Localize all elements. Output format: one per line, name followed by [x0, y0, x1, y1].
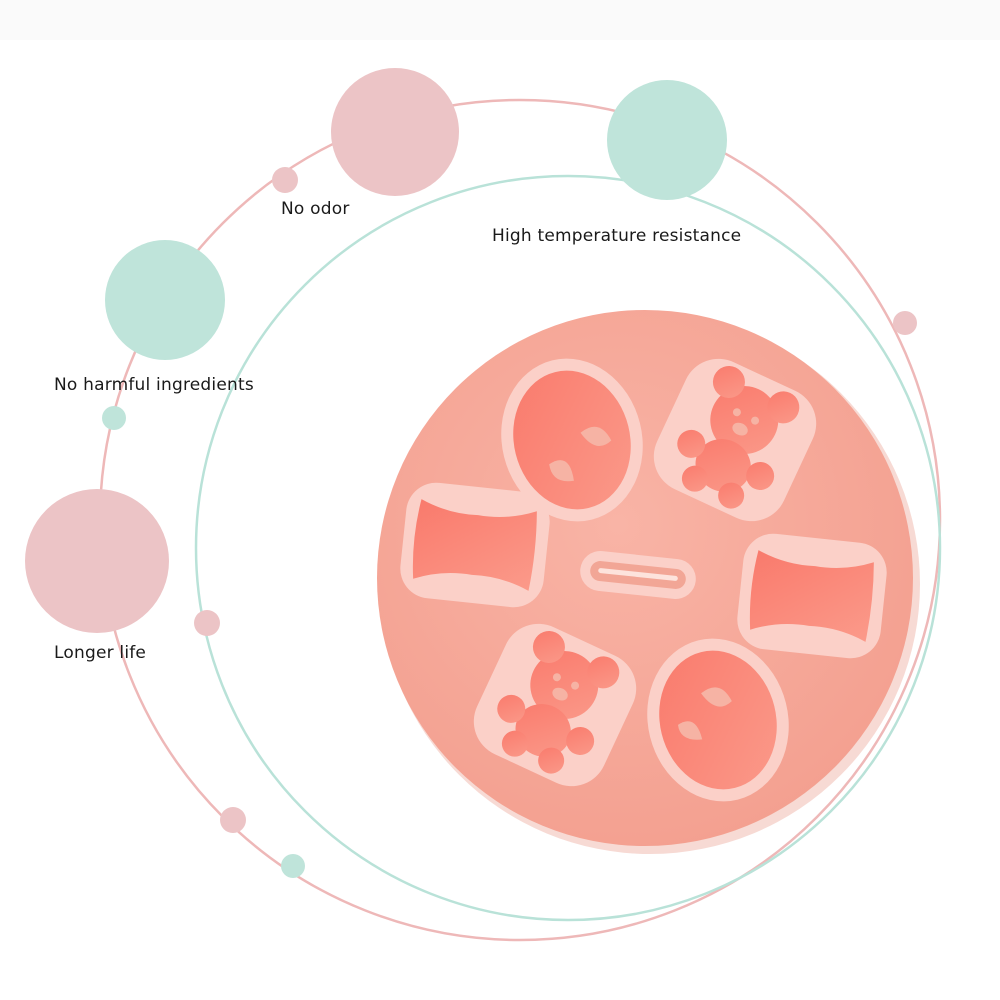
feature-no-odor: No odor [281, 199, 350, 219]
center-handle [580, 551, 696, 599]
top-fade [0, 0, 1000, 40]
bubble-pink-large-left [25, 489, 169, 633]
cavity-bear-top [653, 358, 817, 522]
cavity-bear-bottom [473, 623, 637, 787]
dot-mint-1 [102, 406, 126, 430]
dot-pink-2 [893, 311, 917, 335]
feature-high-temperature-resistance: High temperature resistance [492, 226, 742, 246]
cavity-bone-left [400, 482, 550, 608]
silicone-mold-image [377, 310, 920, 854]
dot-pink-1 [272, 167, 298, 193]
cavity-bone-right [737, 533, 887, 659]
feature-longer-life: Longer life [54, 643, 147, 663]
cavity-egg-bottom [647, 638, 789, 802]
dot-pink-3 [194, 610, 220, 636]
dot-mint-2 [281, 854, 305, 878]
dot-pink-4 [220, 807, 246, 833]
bubble-mint-large-left [105, 240, 225, 360]
bubble-pink-large-top [331, 68, 459, 196]
cavity-egg-top [501, 358, 643, 522]
inner-ring [194, 174, 942, 922]
bubble-mint-large-top [607, 80, 727, 200]
feature-no-harmful-ingredients: No harmful ingredients [54, 375, 254, 395]
